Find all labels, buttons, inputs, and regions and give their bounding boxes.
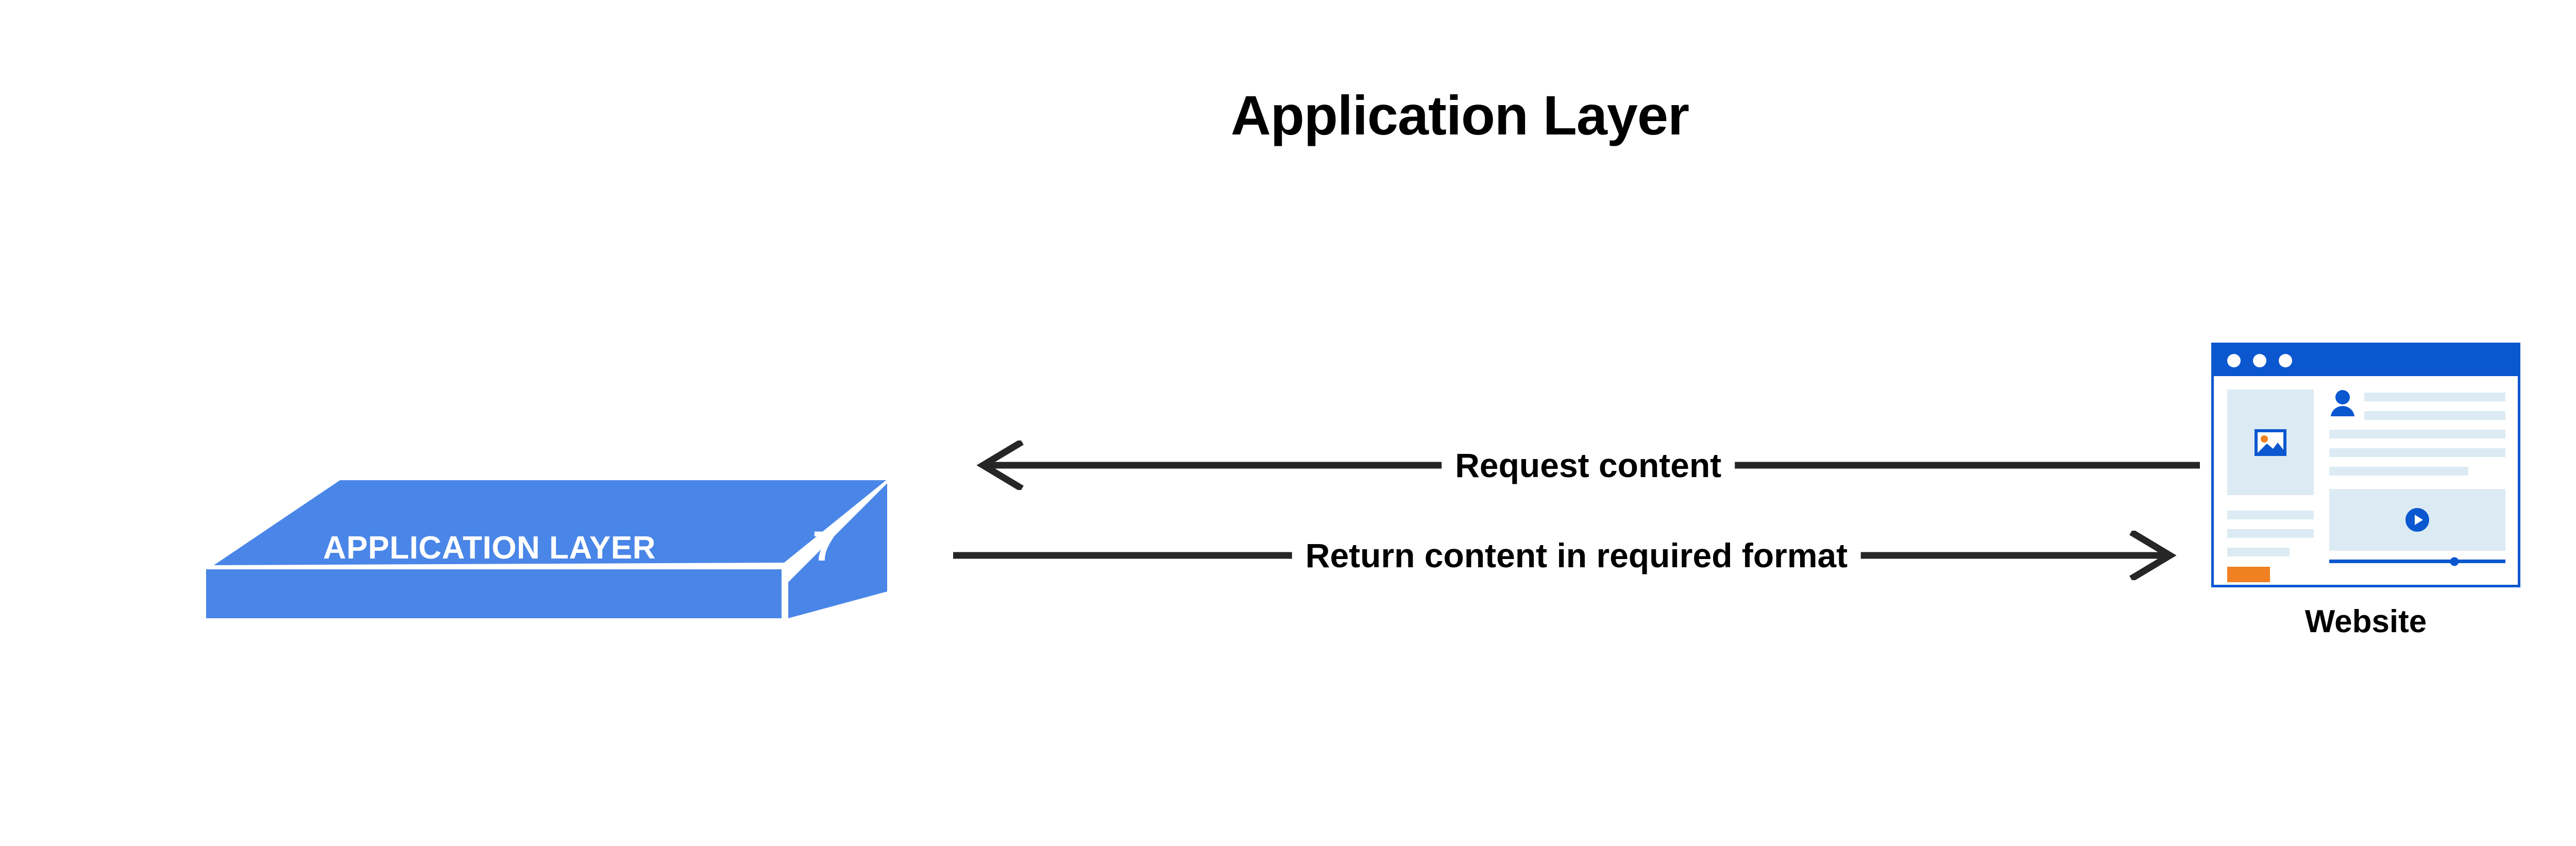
box-right-face [788,483,887,618]
left-text-lines [2227,511,2314,556]
browser-window-mock [2211,343,2520,587]
profile-row [2329,390,2505,420]
content-left-column [2227,390,2314,585]
layer-box-label: APPLICATION LAYER [323,530,656,566]
arrow-head-left [976,441,1024,490]
call-to-action-button[interactable] [2227,567,2270,582]
application-layer-box [170,433,922,618]
website-figure: Website [2211,343,2520,638]
video-scrubber[interactable] [2329,557,2505,566]
person-icon [2331,390,2354,416]
text-line [2329,430,2505,438]
page-title: Application Layer [1230,84,1689,146]
browser-titlebar [2214,345,2518,376]
flow-return-label: Return content in required format [1292,538,1861,572]
arrow-head-right [2129,531,2177,580]
play-icon [2405,508,2429,532]
browser-content-area [2214,376,2518,585]
text-line [2227,529,2314,538]
body-text-lines [2329,430,2505,476]
window-dot-icon[interactable] [2253,354,2266,367]
text-line [2227,511,2314,519]
text-line [2329,467,2469,476]
text-line [2364,411,2505,420]
text-line [2364,393,2505,401]
video-placeholder-panel[interactable] [2329,489,2505,551]
window-dot-icon[interactable] [2227,354,2241,367]
box-front-face [206,569,782,618]
layer-box-shape [206,480,887,618]
content-right-column [2329,390,2505,585]
website-caption: Website [2304,604,2427,639]
text-line [2227,548,2290,556]
profile-text-lines [2364,390,2505,420]
flow-return-content: Return content in required format [953,531,2200,580]
image-icon [2255,429,2286,456]
scrubber-knob[interactable] [2450,557,2459,566]
flow-request-content: Request content [953,441,2200,490]
layer-box-number: 7 [812,523,836,570]
window-dot-icon[interactable] [2279,354,2292,367]
image-placeholder-panel [2227,390,2314,495]
flow-request-label: Request content [1442,448,1735,482]
box-top-face [214,480,886,565]
text-line [2329,448,2505,457]
